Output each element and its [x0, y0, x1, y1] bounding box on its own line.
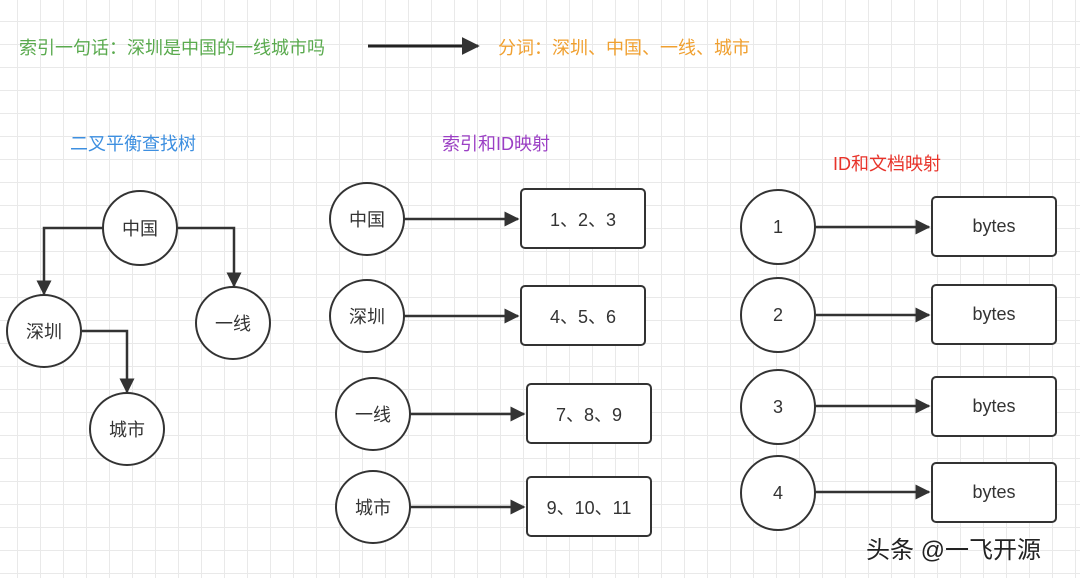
index-ids-box[interactable]: 9、10、11	[526, 476, 652, 537]
tree-edge-root-right	[178, 226, 242, 288]
index-ids-box[interactable]: 7、8、9	[526, 383, 652, 444]
doc-id-node[interactable]: 2	[740, 277, 816, 353]
index-map-title: 索引和ID映射	[442, 134, 550, 154]
index-term-node[interactable]: 一线	[335, 377, 411, 451]
doc-id-node[interactable]: 4	[740, 455, 816, 531]
index-term-node[interactable]: 中国	[329, 182, 405, 256]
doc-id-node[interactable]: 1	[740, 189, 816, 265]
index-term-node[interactable]: 城市	[335, 470, 411, 544]
watermark: 头条 @一飞开源	[866, 537, 1042, 564]
index-sentence-label: 索引一句话：深圳是中国的一线城市吗	[19, 38, 325, 58]
tree-node-left-right[interactable]: 城市	[89, 392, 165, 466]
doc-bytes-box[interactable]: bytes	[931, 284, 1057, 345]
tree-title: 二叉平衡查找树	[70, 134, 196, 154]
doc-map-title: ID和文档映射	[833, 154, 941, 174]
tree-edge-root-left	[36, 226, 104, 296]
tree-node-left[interactable]: 深圳	[6, 294, 82, 368]
doc-bytes-box[interactable]: bytes	[931, 196, 1057, 257]
tokenization-label: 分词：深圳、中国、一线、城市	[498, 38, 750, 58]
doc-id-node[interactable]: 3	[740, 369, 816, 445]
tree-edge-left-leftright	[82, 329, 135, 394]
tree-node-right[interactable]: 一线	[195, 286, 271, 360]
tree-node-root[interactable]: 中国	[102, 190, 178, 266]
index-ids-box[interactable]: 4、5、6	[520, 285, 646, 346]
index-ids-box[interactable]: 1、2、3	[520, 188, 646, 249]
doc-bytes-box[interactable]: bytes	[931, 462, 1057, 523]
index-term-node[interactable]: 深圳	[329, 279, 405, 353]
doc-bytes-box[interactable]: bytes	[931, 376, 1057, 437]
